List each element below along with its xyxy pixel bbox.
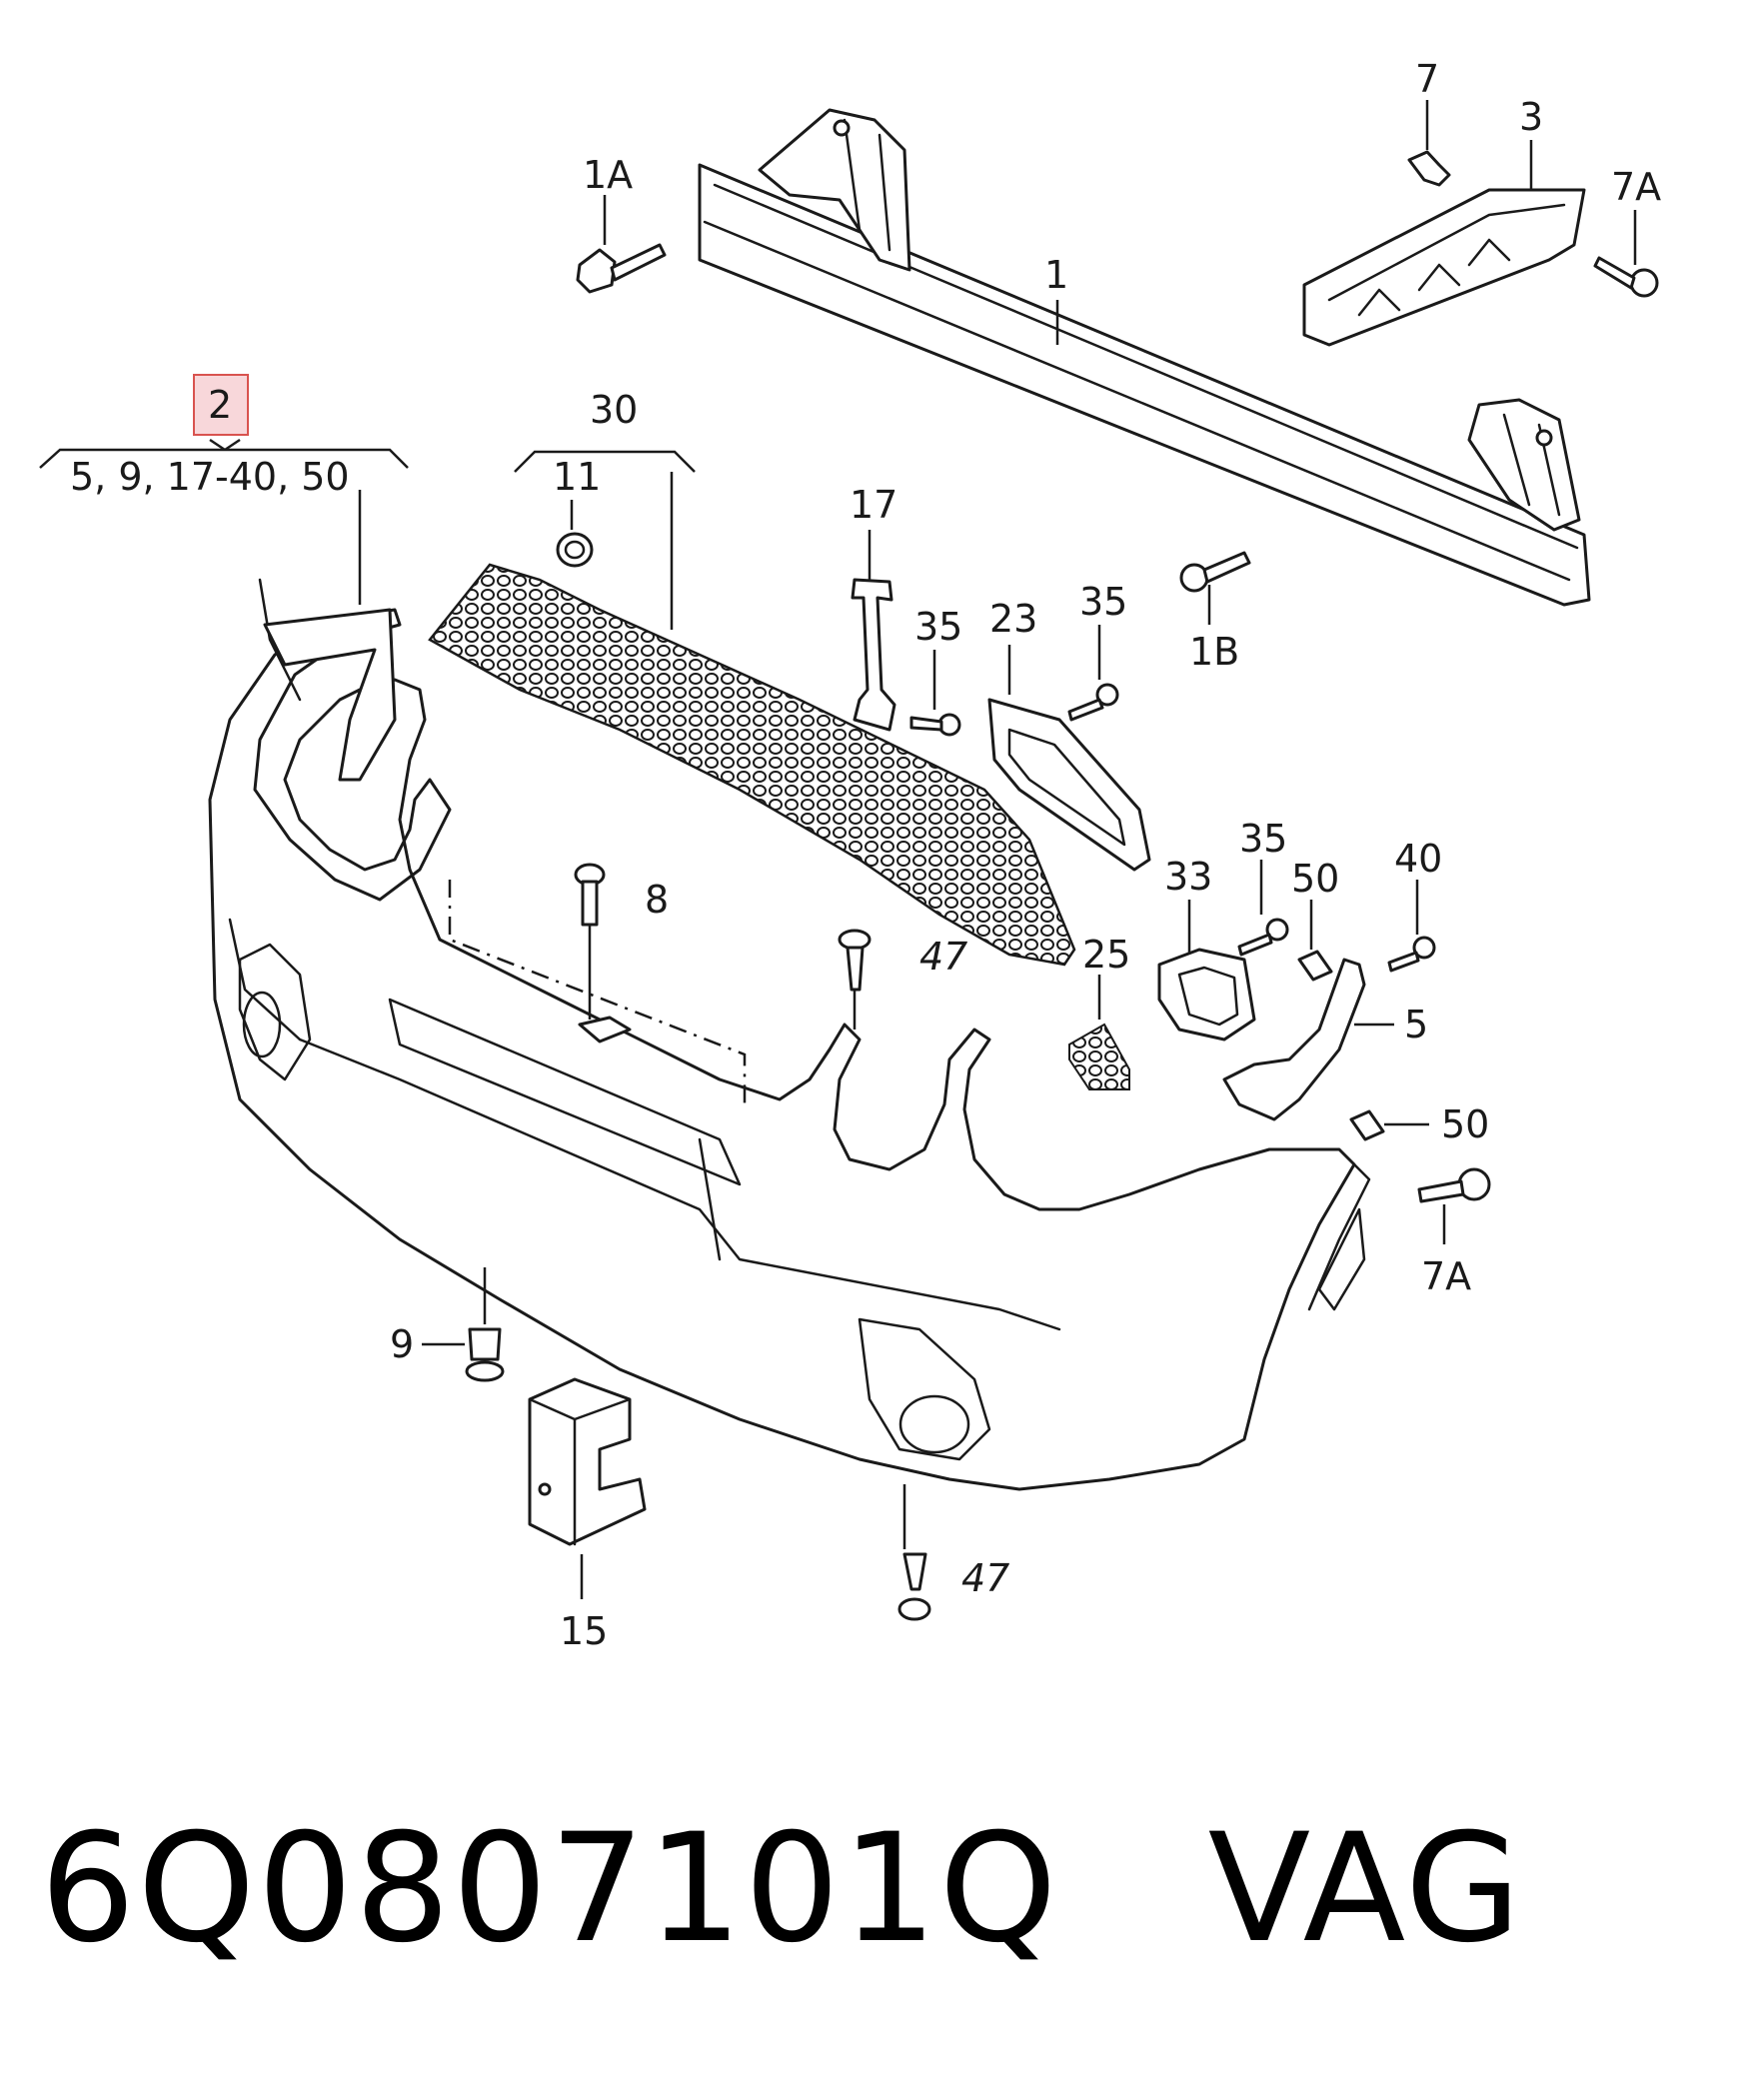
callout-1A: 1A — [583, 153, 633, 197]
leader-lines — [39, 100, 1637, 1599]
plug-11 — [556, 532, 594, 568]
bumper-cover-part-2 — [208, 578, 1371, 1491]
callout-25: 25 — [1082, 933, 1130, 977]
bracket-part-17 — [851, 578, 896, 732]
screw-40 — [1387, 936, 1436, 973]
callout-40: 40 — [1394, 837, 1442, 881]
part-number: 6Q0807101Q — [40, 1802, 1059, 1976]
highlight-box-part-2 — [193, 374, 249, 436]
parts-exploded-diagram: 1 1A 1B 2 5, 9, 17-40, 50 3 5 7 7A 7A 8 … — [39, 57, 1661, 1653]
screw-35-c — [1237, 918, 1289, 957]
callout-35-a: 35 — [914, 605, 962, 649]
callout-50-top: 50 — [1291, 857, 1339, 901]
mesh-grille-part-30 — [428, 563, 1076, 967]
callout-30: 30 — [590, 388, 638, 432]
callout-7A-bottom: 7A — [1421, 1254, 1471, 1298]
guide-bracket-part-3 — [1302, 188, 1586, 347]
callout-2: 2 — [208, 383, 232, 427]
bolt-8 — [574, 863, 606, 927]
screw-7A-top — [1593, 256, 1659, 298]
mesh-insert-part-25 — [1068, 1023, 1130, 1090]
callout-7A-top: 7A — [1611, 165, 1661, 209]
brand-name: VAG — [1207, 1802, 1523, 1976]
bolt-1B — [1179, 551, 1251, 593]
bumper-carrier-part-1 — [698, 108, 1591, 607]
part-number-caption: 6Q0807101Q VAG — [40, 1814, 1523, 1964]
callout-35-b: 35 — [1079, 580, 1127, 624]
clip-9 — [465, 1327, 505, 1382]
bolt-1A — [576, 243, 667, 294]
callout-23: 23 — [989, 597, 1037, 641]
callout-3: 3 — [1519, 95, 1543, 139]
callout-50-bottom: 50 — [1441, 1102, 1489, 1146]
screw-35-b — [1067, 683, 1119, 722]
callout-7: 7 — [1415, 57, 1439, 101]
caption-spacer — [1059, 1802, 1208, 1976]
callout-35-c: 35 — [1239, 817, 1287, 861]
trim-strip-part-5 — [1222, 958, 1366, 1121]
callout-33: 33 — [1164, 855, 1212, 899]
grille-frame-part-23 — [987, 698, 1151, 872]
screw-35-a — [909, 713, 961, 737]
callout-5: 5 — [1404, 1003, 1428, 1046]
trim-frame-part-33 — [1157, 948, 1256, 1042]
screw-7A-bottom — [1417, 1167, 1491, 1203]
callout-2-subparts: 5, 9, 17-40, 50 — [70, 455, 350, 499]
callout-8: 8 — [645, 878, 669, 922]
callout-15: 15 — [560, 1609, 608, 1653]
screw-47-bottom — [897, 1552, 931, 1621]
callout-47-bottom: 47 — [961, 1556, 1009, 1600]
callout-47-top: 47 — [919, 935, 967, 979]
clip-nut-50-bottom — [1349, 1109, 1385, 1141]
callout-1B: 1B — [1189, 630, 1239, 674]
clip-7 — [1407, 150, 1451, 187]
callout-17: 17 — [850, 483, 897, 527]
callout-9: 9 — [390, 1322, 414, 1366]
callout-1: 1 — [1044, 253, 1068, 297]
bracket-part-15 — [528, 1377, 647, 1546]
screw-47-top — [838, 929, 872, 992]
callout-11: 11 — [553, 455, 601, 499]
clip-nut-50-top — [1297, 950, 1333, 982]
